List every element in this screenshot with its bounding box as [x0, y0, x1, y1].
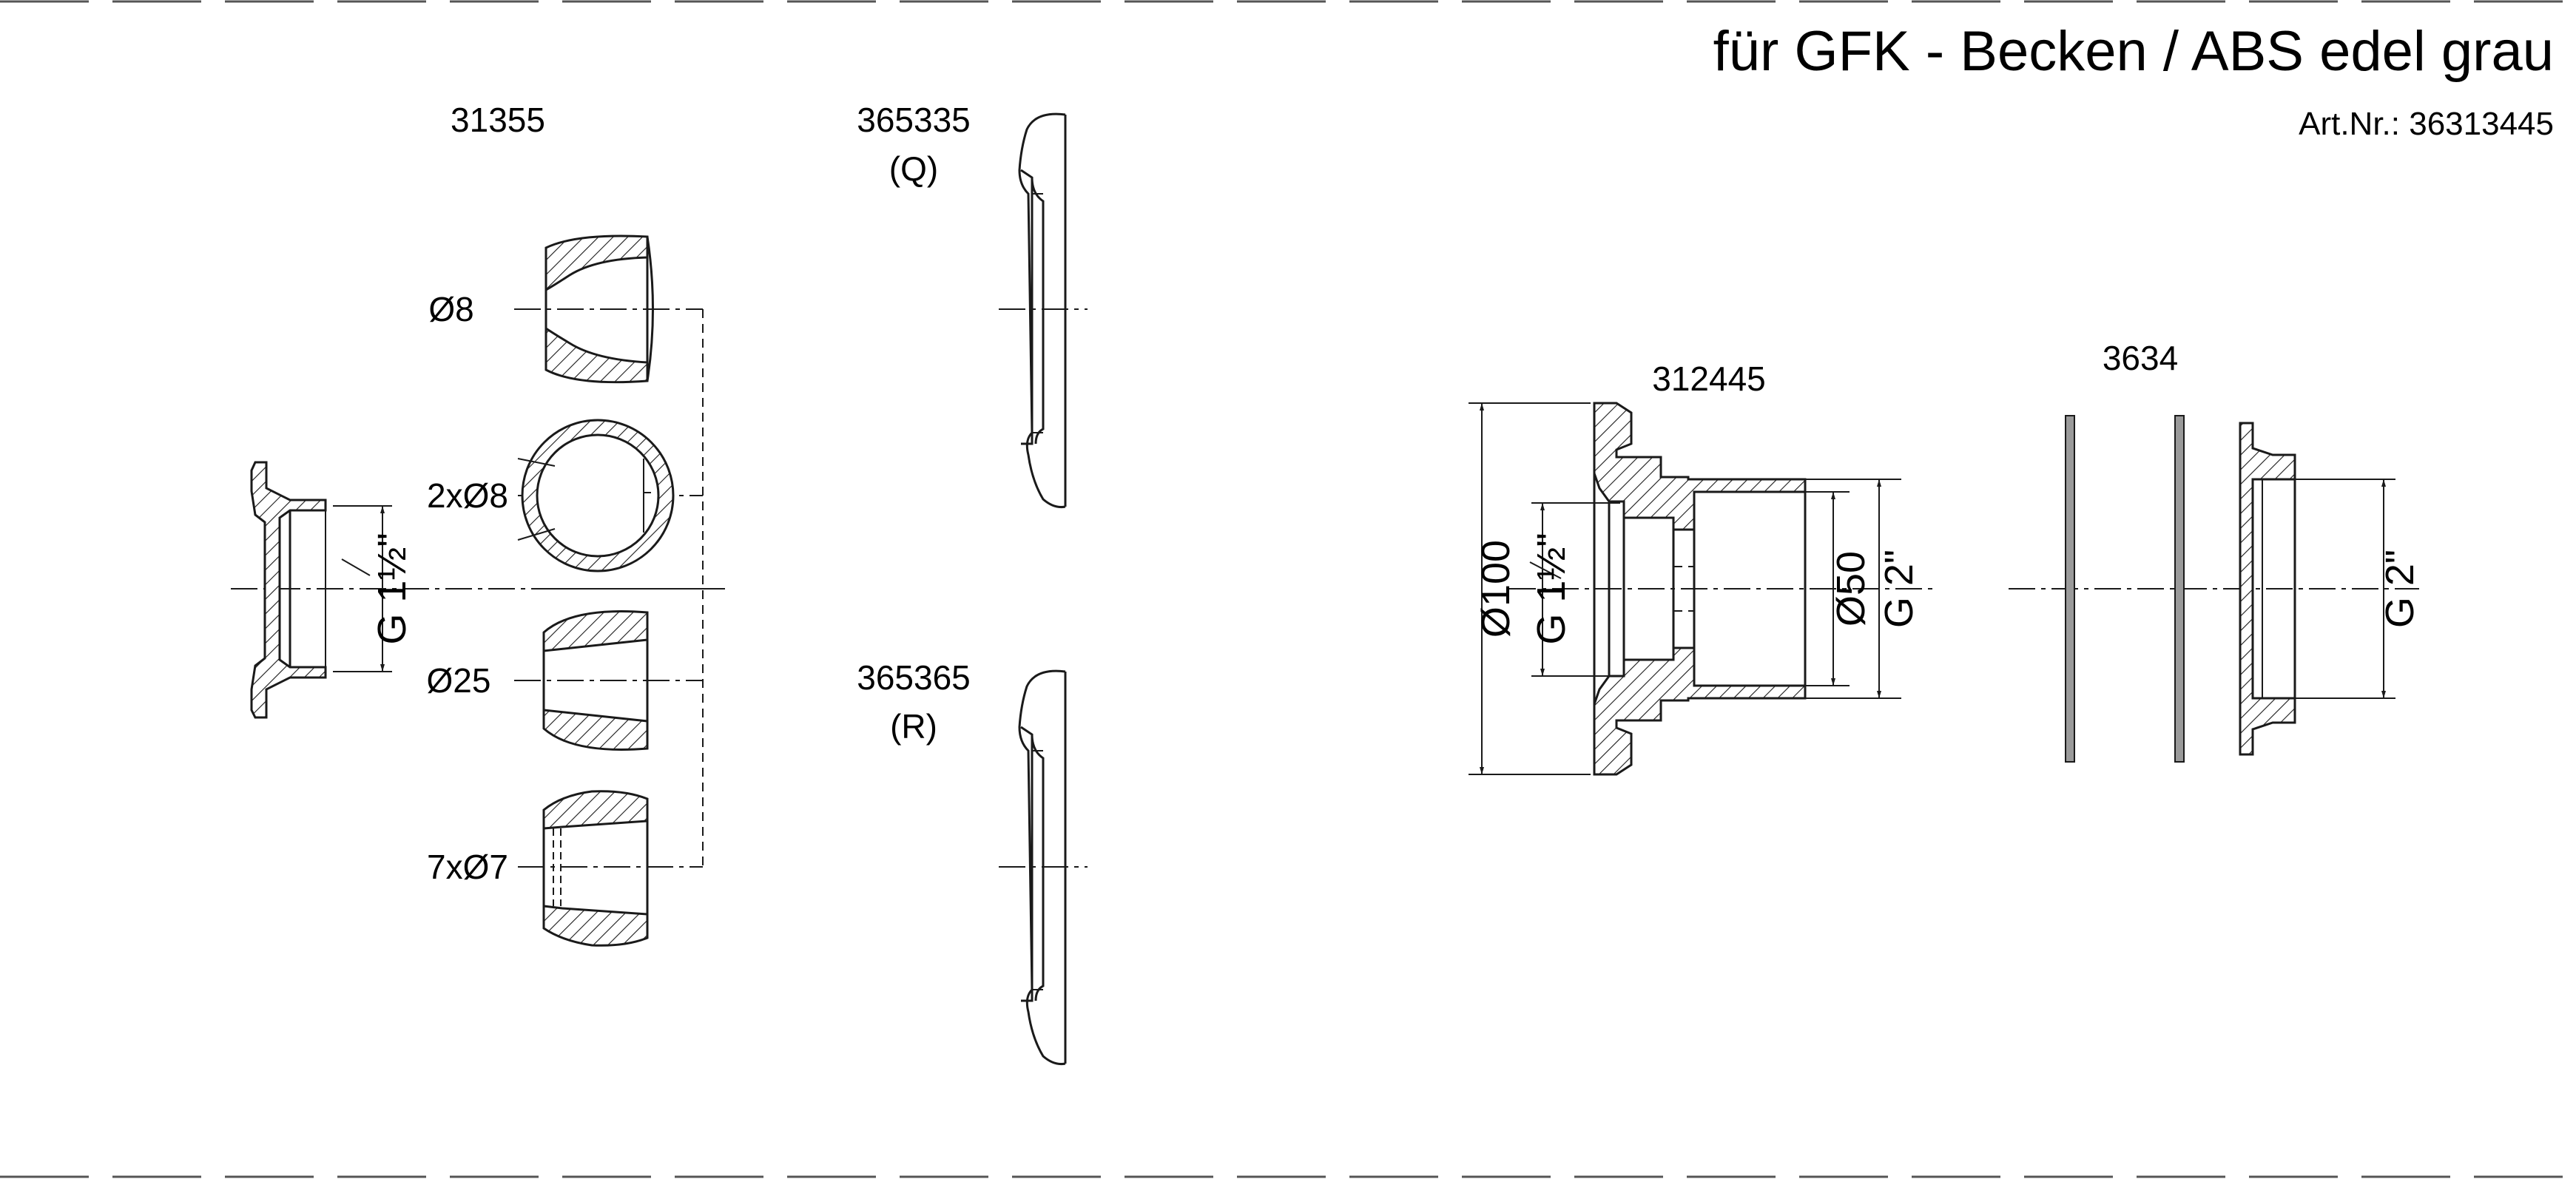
nozzle-d25: Ø25: [427, 610, 703, 751]
cover-365365: 365365 (R): [857, 658, 1088, 1065]
part-number-365365: 365365: [857, 658, 971, 697]
part-number-312445: 312445: [1652, 359, 1766, 398]
gasket-2: [2174, 415, 2185, 763]
nozzle-7xd7: 7xØ7: [427, 790, 703, 947]
left-flange: G 1½": [231, 461, 725, 719]
part-31355-label: 31355: [451, 101, 545, 139]
flange-312445: 312445 Ø100 G 1½" Ø50 G 2": [1469, 359, 1938, 776]
part-sub-365335: (Q): [889, 149, 938, 188]
nozzle-label-7xd7: 7xØ7: [427, 848, 508, 886]
part-number-31355: 31355: [451, 101, 545, 139]
part-sub-365365: (R): [890, 707, 937, 746]
gasket-1: [2065, 415, 2075, 763]
flange-inner-thread: G 1½": [1529, 533, 1574, 644]
nozzle-2xd8: 2xØ8: [427, 419, 721, 590]
nozzle-label-2xd8: 2xØ8: [427, 476, 508, 515]
part-number-365335: 365335: [857, 101, 971, 139]
nozzle-label-d8: Ø8: [428, 290, 473, 328]
flange-outlet-diameter: Ø50: [1829, 551, 1873, 626]
drawing-title: für GFK - Becken / ABS edel grau: [1713, 20, 2554, 83]
flange-outer-diameter: Ø100: [1474, 540, 1518, 638]
article-number: Art.Nr.: 36313445: [2299, 106, 2554, 142]
nozzle-label-d25: Ø25: [427, 661, 491, 700]
cover-365335: 365335 (Q): [857, 101, 1088, 508]
part-number-3634: 3634: [2103, 339, 2178, 377]
nut-thread-label: G 2": [2378, 550, 2422, 628]
set-3634: 3634 G 2": [2009, 339, 2422, 763]
nozzle-d8: Ø8: [428, 234, 703, 384]
left-thread-label: G 1½": [370, 533, 414, 644]
flange-outlet-thread: G 2": [1877, 550, 1921, 628]
